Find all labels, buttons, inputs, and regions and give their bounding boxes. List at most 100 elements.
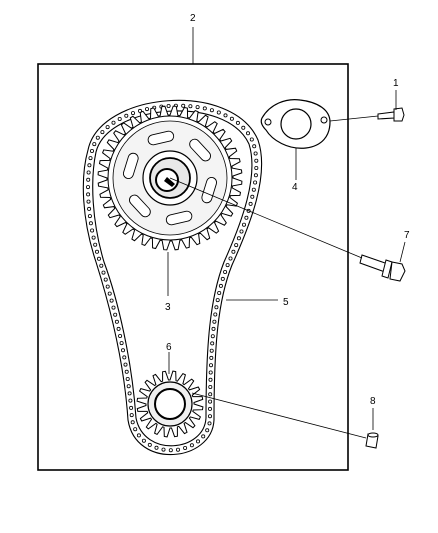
chain-link	[87, 206, 92, 211]
chain-link	[208, 384, 213, 389]
chain-link	[207, 406, 212, 411]
chain-link	[239, 229, 244, 234]
chain-link	[228, 256, 233, 261]
chain-link	[126, 384, 131, 389]
chain-link	[252, 144, 257, 149]
callout-6: 6	[166, 342, 172, 353]
chain-link	[208, 399, 213, 404]
chain-outer-loop	[82, 99, 263, 456]
chain-link	[99, 263, 104, 268]
chain-link	[166, 104, 171, 109]
chain-link	[248, 201, 253, 206]
chain-link	[218, 283, 223, 288]
chain-link	[223, 269, 228, 274]
sprocket-bolt-head	[389, 261, 406, 282]
chain-link	[147, 442, 152, 447]
chain-link	[215, 298, 220, 303]
chain-link	[231, 249, 236, 254]
timing-chain	[82, 99, 263, 456]
leader-1-bolt-axis	[329, 115, 379, 122]
chain-link	[249, 137, 254, 142]
chain-link	[241, 125, 246, 130]
chain-link	[130, 111, 135, 116]
chain-link	[87, 163, 92, 168]
bolt-shank	[377, 111, 395, 120]
chain-link	[88, 156, 93, 161]
chain-link	[117, 117, 122, 122]
chain-link	[123, 362, 128, 367]
bolt-head	[393, 107, 405, 122]
chain-link	[109, 298, 114, 303]
bolt	[377, 107, 405, 122]
chain-link	[209, 355, 214, 360]
chain-link	[213, 312, 218, 317]
sprocket-slot	[129, 194, 151, 218]
chain-link	[216, 110, 221, 115]
chain-link	[241, 222, 246, 227]
chain-link	[92, 142, 97, 147]
chain-link	[188, 104, 193, 109]
chain-link	[103, 277, 108, 282]
chain-link	[130, 420, 135, 425]
chain-link	[175, 447, 180, 452]
chain-link	[253, 180, 258, 185]
chain-link	[244, 215, 249, 220]
chain-link	[210, 341, 215, 346]
chain-link	[254, 165, 259, 170]
chain-link	[253, 151, 258, 156]
thrust-plate-center-hole	[280, 108, 312, 140]
chain-link	[214, 305, 219, 310]
chain-link	[127, 391, 132, 396]
chain-link	[128, 398, 133, 403]
chain-link	[121, 348, 126, 353]
chain-link	[207, 421, 212, 426]
chain-link	[133, 427, 138, 432]
sprocket-bolt-washer	[381, 259, 393, 279]
chain-link	[251, 187, 256, 192]
chain-link	[129, 413, 134, 418]
chain-link	[88, 221, 93, 226]
chain-link	[208, 392, 213, 397]
chain-link	[93, 242, 98, 247]
chain-inner-loop	[92, 110, 253, 447]
chain-link	[223, 113, 228, 118]
camshaft-sprocket-slots	[122, 130, 218, 226]
chain-link	[86, 177, 91, 182]
chain-link	[119, 341, 124, 346]
leader-7	[399, 241, 406, 263]
crankshaft-bore	[154, 388, 186, 420]
chain-link	[90, 228, 95, 233]
chain-link	[208, 377, 213, 382]
crankshaft-sprocket	[136, 370, 204, 438]
chain-link	[125, 376, 130, 381]
callout-7: 7	[404, 230, 410, 241]
chain-link	[107, 291, 112, 296]
chain-link	[101, 270, 106, 275]
chain-link	[220, 276, 225, 281]
chain-links	[86, 103, 259, 453]
chain-link	[114, 319, 119, 324]
chain-link	[250, 194, 255, 199]
thrust-plate-hole-left	[264, 118, 272, 126]
chain-link	[86, 170, 91, 175]
chain-link	[210, 334, 215, 339]
chain-link	[124, 369, 129, 374]
chain-link	[183, 445, 188, 450]
chain-link	[254, 158, 259, 163]
camshaft-keyway	[164, 177, 175, 187]
chain-link	[181, 103, 186, 108]
chain-link	[129, 405, 134, 410]
chain-link	[201, 434, 206, 439]
chain-link	[118, 333, 123, 338]
chain-link	[189, 443, 194, 448]
sprocket-bolt	[359, 254, 406, 282]
chain-link	[86, 192, 91, 197]
chain-link	[229, 116, 234, 121]
chain-link	[95, 135, 100, 140]
chain-link	[141, 438, 146, 443]
thrust-plate-hole-right	[320, 116, 328, 124]
chain-link	[225, 263, 230, 268]
chain-link	[195, 105, 200, 110]
chain-link	[235, 120, 240, 125]
